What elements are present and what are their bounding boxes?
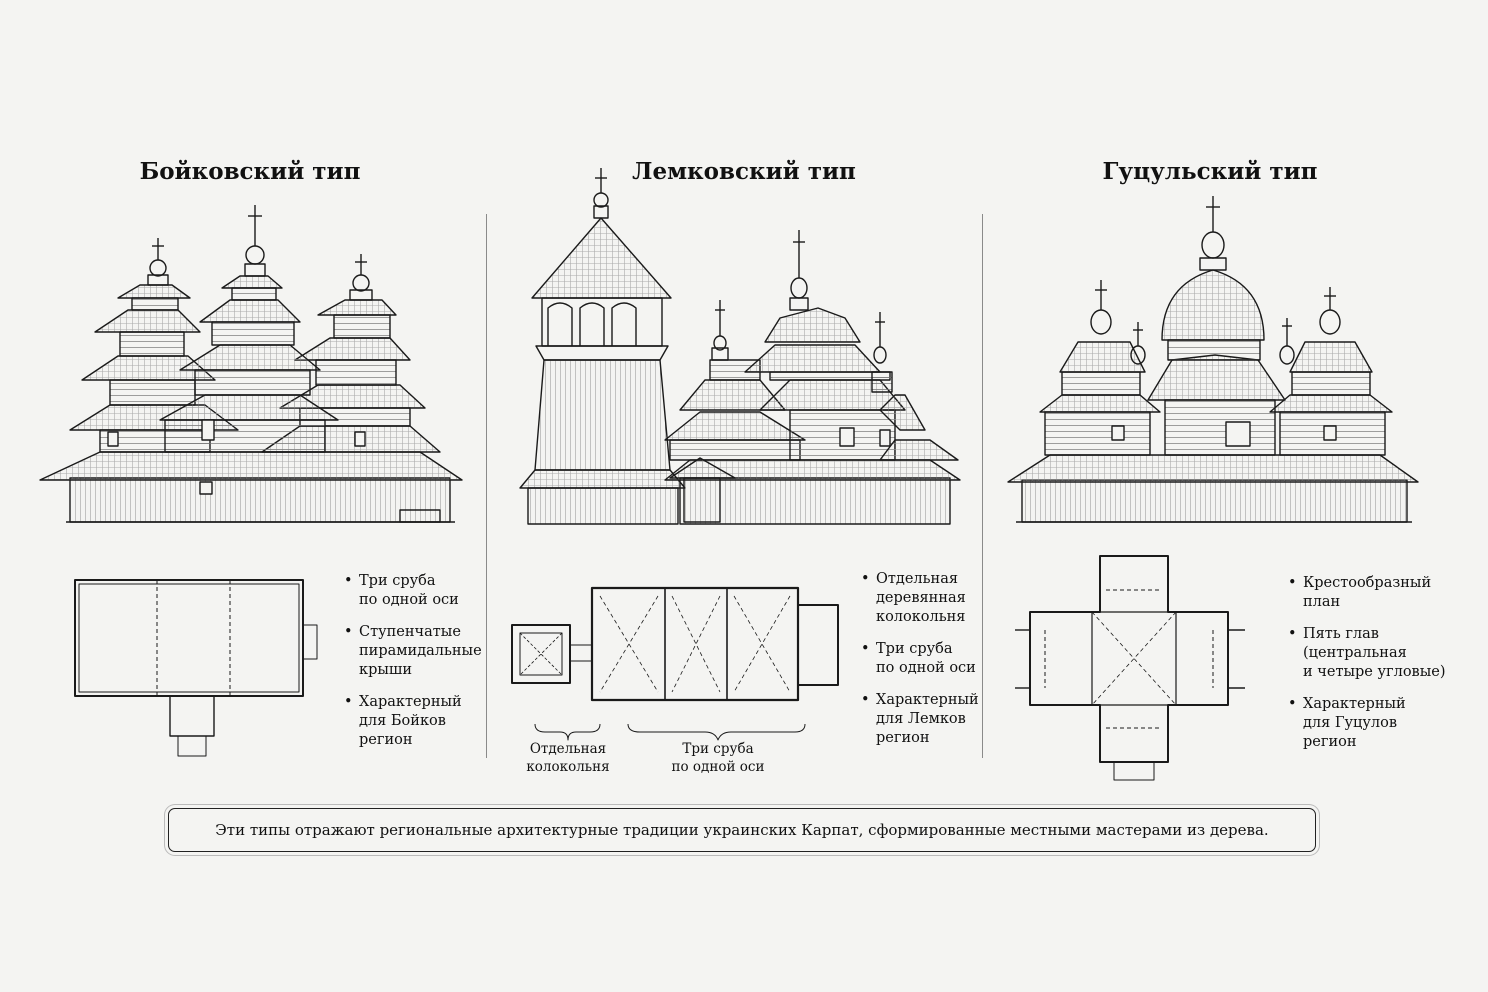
notes-lemko: Отдельная деревянная колокольня Три сруб… (861, 570, 983, 761)
notes-hutsul: Крестообразный план Пять глав (центральн… (1288, 574, 1458, 765)
note-item: Три сруба по одной оси (861, 640, 983, 678)
note-item: Характерный для Гуцулов регион (1288, 695, 1458, 752)
hutsul-church-drawing (1007, 196, 1419, 523)
footer-caption: Эти типы отражают региональные архитекту… (168, 808, 1316, 852)
note-item: Характерный для Бойков регион (344, 693, 484, 750)
note-item: Отдельная деревянная колокольня (861, 570, 983, 627)
footer-text: Эти типы отражают региональные архитекту… (215, 821, 1269, 839)
note-item: Крестообразный план (1288, 574, 1458, 612)
boyko-skirt-roof (39, 451, 463, 481)
column-divider-2 (982, 214, 983, 758)
boyko-base (69, 477, 451, 523)
notes-boyko: Три сруба по одной оси Ступенчатые пирам… (344, 572, 484, 763)
hutsul-central-dome (1161, 269, 1265, 341)
lemko-church-drawing (519, 168, 961, 525)
lemko-bell-tower-roof (531, 217, 672, 299)
plan-label-bell-tower: Отдельная колокольня (526, 741, 610, 775)
column-divider-1 (486, 214, 487, 758)
title-boyko: Бойковский тип (139, 158, 361, 185)
note-item: Три сруба по одной оси (344, 572, 484, 610)
title-lemko: Лемковский тип (632, 158, 856, 185)
note-item: Характерный для Лемков регион (861, 691, 983, 748)
boyko-church-drawing (39, 205, 463, 523)
note-item: Ступенчатые пирамидальные крыши (344, 623, 484, 680)
note-item: Пять глав (центральная и четыре угловые) (1288, 625, 1458, 682)
boyko-plan (74, 579, 318, 757)
lemko-plan (511, 586, 839, 741)
plan-label-three-frames: Три сруба по одной оси (671, 741, 765, 775)
title-hutsul: Гуцульский тип (1102, 158, 1318, 185)
hutsul-plan (1015, 555, 1245, 781)
